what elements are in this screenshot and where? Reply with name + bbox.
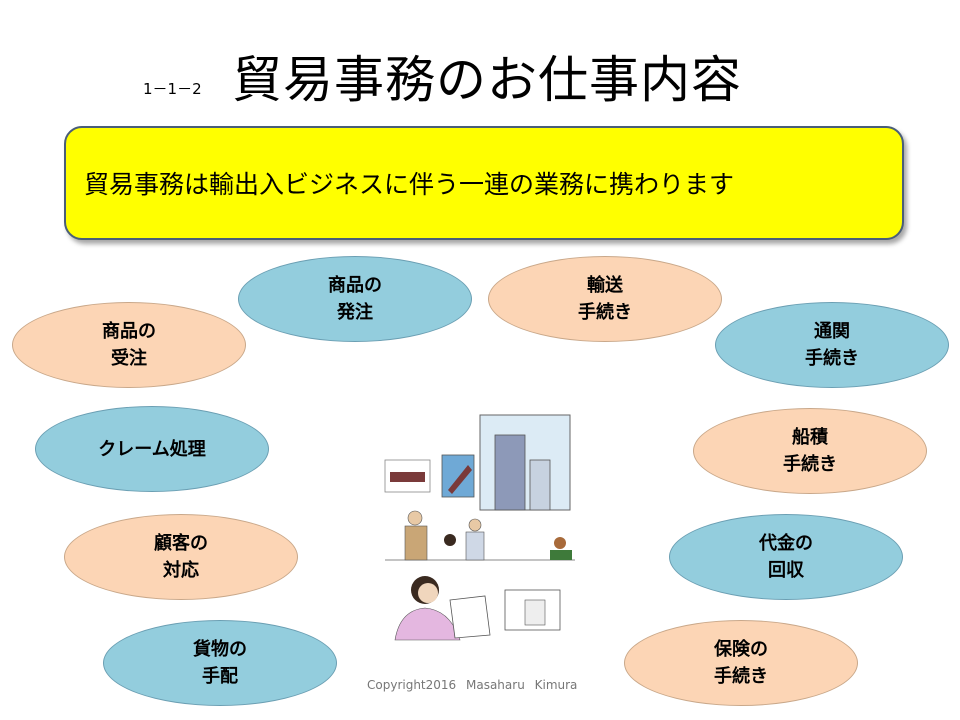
task-label: 手続き — [783, 454, 837, 475]
task-label: 顧客の — [154, 533, 208, 554]
task-label: 受注 — [111, 348, 147, 369]
task-label: 船積 — [792, 427, 828, 448]
task-label: 手続き — [805, 348, 859, 369]
task-label: 回収 — [768, 560, 804, 581]
task-label: 手配 — [202, 666, 238, 687]
office-illustration — [384, 414, 575, 641]
slide-title: 貿易事務のお仕事内容 — [232, 51, 742, 109]
summary-text: 貿易事務は輸出入ビジネスに伴う一連の業務に携わります — [84, 170, 735, 199]
task-shipping: 船積手続き — [693, 408, 927, 494]
task-label: 対応 — [163, 560, 199, 581]
task-cargo-arrangement: 貨物の手配 — [103, 620, 337, 706]
summary-banner: 貿易事務は輸出入ビジネスに伴う一連の業務に携わります — [64, 126, 904, 240]
task-order-receipt: 商品の受注 — [12, 302, 246, 388]
task-label: 手続き — [578, 302, 632, 323]
task-label: 代金の — [759, 533, 813, 554]
task-order-placement: 商品の発注 — [238, 256, 472, 342]
task-insurance: 保険の手続き — [624, 620, 858, 706]
task-customs: 通関手続き — [715, 302, 949, 388]
task-label: 商品の — [328, 275, 382, 296]
task-customer-service: 顧客の対応 — [64, 514, 298, 600]
slide-number: 1－1－2 — [143, 80, 202, 98]
task-label: 保険の — [714, 639, 768, 660]
task-label: 商品の — [102, 321, 156, 342]
task-label: 手続き — [714, 666, 768, 687]
task-label: 貨物の — [193, 639, 247, 660]
task-label: 輸送 — [587, 275, 623, 296]
task-label: 発注 — [337, 302, 373, 323]
task-payment-collection: 代金の回収 — [669, 514, 903, 600]
task-claims: クレーム処理 — [35, 406, 269, 492]
task-label: 通関 — [814, 321, 850, 342]
task-label: クレーム処理 — [98, 438, 206, 460]
copyright-text: Copyright2016 Masaharu Kimura — [367, 678, 578, 692]
task-transport: 輸送手続き — [488, 256, 722, 342]
